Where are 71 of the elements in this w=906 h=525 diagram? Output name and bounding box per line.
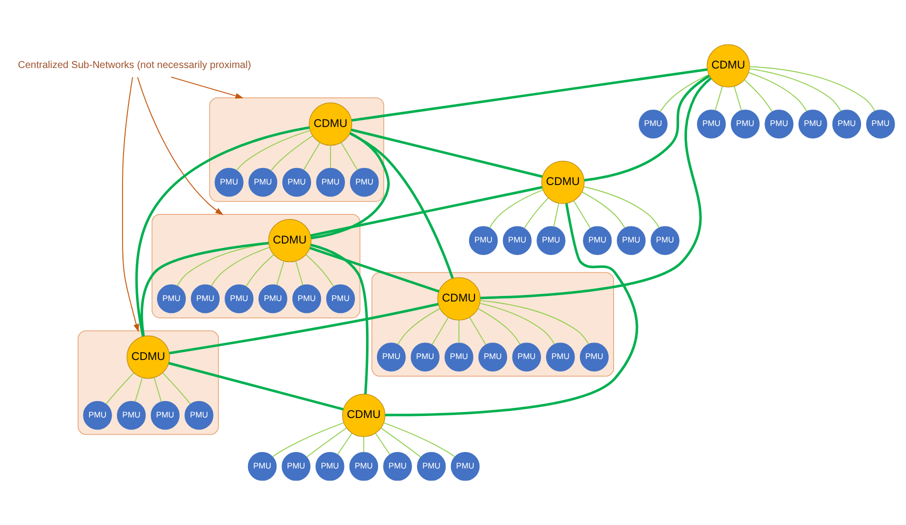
connector bbox=[744, 79, 772, 112]
connector bbox=[162, 372, 191, 404]
connector bbox=[469, 317, 486, 346]
connector bbox=[748, 72, 808, 112]
node-text: Centralized Sub-Networks (not necessarily proximal) bbox=[18, 60, 252, 72]
connector bbox=[168, 362, 344, 411]
connector bbox=[748, 68, 842, 112]
connector bbox=[270, 135, 313, 172]
connector bbox=[295, 260, 304, 286]
cluster bbox=[152, 214, 360, 318]
connector bbox=[337, 432, 352, 455]
connector bbox=[553, 202, 560, 228]
node-circle: CDMU bbox=[268, 218, 312, 262]
connector bbox=[351, 68, 708, 122]
connector bbox=[714, 86, 723, 111]
connector bbox=[310, 132, 390, 240]
connector bbox=[397, 308, 440, 345]
connector bbox=[524, 198, 549, 229]
connector bbox=[350, 128, 543, 178]
connector bbox=[106, 372, 134, 404]
connector bbox=[375, 432, 390, 455]
connector bbox=[272, 422, 344, 458]
node-circle: CDMU bbox=[126, 335, 170, 379]
connector bbox=[385, 203, 638, 416]
connector bbox=[458, 320, 460, 344]
arrow bbox=[170, 76, 244, 99]
connector bbox=[309, 246, 440, 293]
connector bbox=[480, 300, 589, 344]
cluster bbox=[209, 97, 384, 202]
connector bbox=[749, 66, 876, 112]
connector bbox=[134, 377, 143, 402]
connector bbox=[583, 186, 660, 228]
connector bbox=[276, 260, 284, 286]
connector bbox=[582, 192, 626, 228]
cluster bbox=[78, 330, 219, 435]
cluster bbox=[372, 272, 614, 376]
connector bbox=[349, 132, 454, 279]
connector bbox=[480, 77, 712, 300]
connector bbox=[135, 126, 310, 337]
connector bbox=[236, 130, 311, 171]
connector bbox=[340, 142, 358, 170]
connector bbox=[169, 302, 438, 354]
connector bbox=[477, 308, 521, 345]
connector bbox=[383, 422, 456, 458]
node-circle: CDMU bbox=[706, 44, 750, 88]
node-circle: CDMU bbox=[342, 394, 386, 437]
node-circle: CDMU bbox=[437, 277, 481, 320]
connector bbox=[660, 74, 710, 112]
connector bbox=[305, 254, 334, 287]
connector bbox=[246, 254, 274, 287]
connector bbox=[140, 242, 269, 336]
connector bbox=[734, 86, 742, 111]
connector bbox=[489, 189, 544, 228]
node-circle: CDMU bbox=[541, 160, 585, 204]
connector bbox=[154, 377, 162, 402]
connector bbox=[584, 74, 710, 182]
connector bbox=[380, 428, 422, 458]
connector bbox=[573, 200, 591, 229]
connector bbox=[310, 186, 542, 237]
connector bbox=[210, 246, 270, 286]
connector bbox=[310, 244, 369, 394]
connector bbox=[176, 243, 270, 286]
node-circle: CDMU bbox=[308, 102, 352, 146]
connector bbox=[479, 302, 555, 345]
connector bbox=[330, 144, 331, 169]
connector bbox=[432, 317, 449, 346]
connector bbox=[363, 436, 364, 453]
connector bbox=[306, 428, 347, 458]
arrow bbox=[122, 76, 139, 332]
connector bbox=[303, 142, 320, 170]
arrow bbox=[137, 76, 224, 216]
